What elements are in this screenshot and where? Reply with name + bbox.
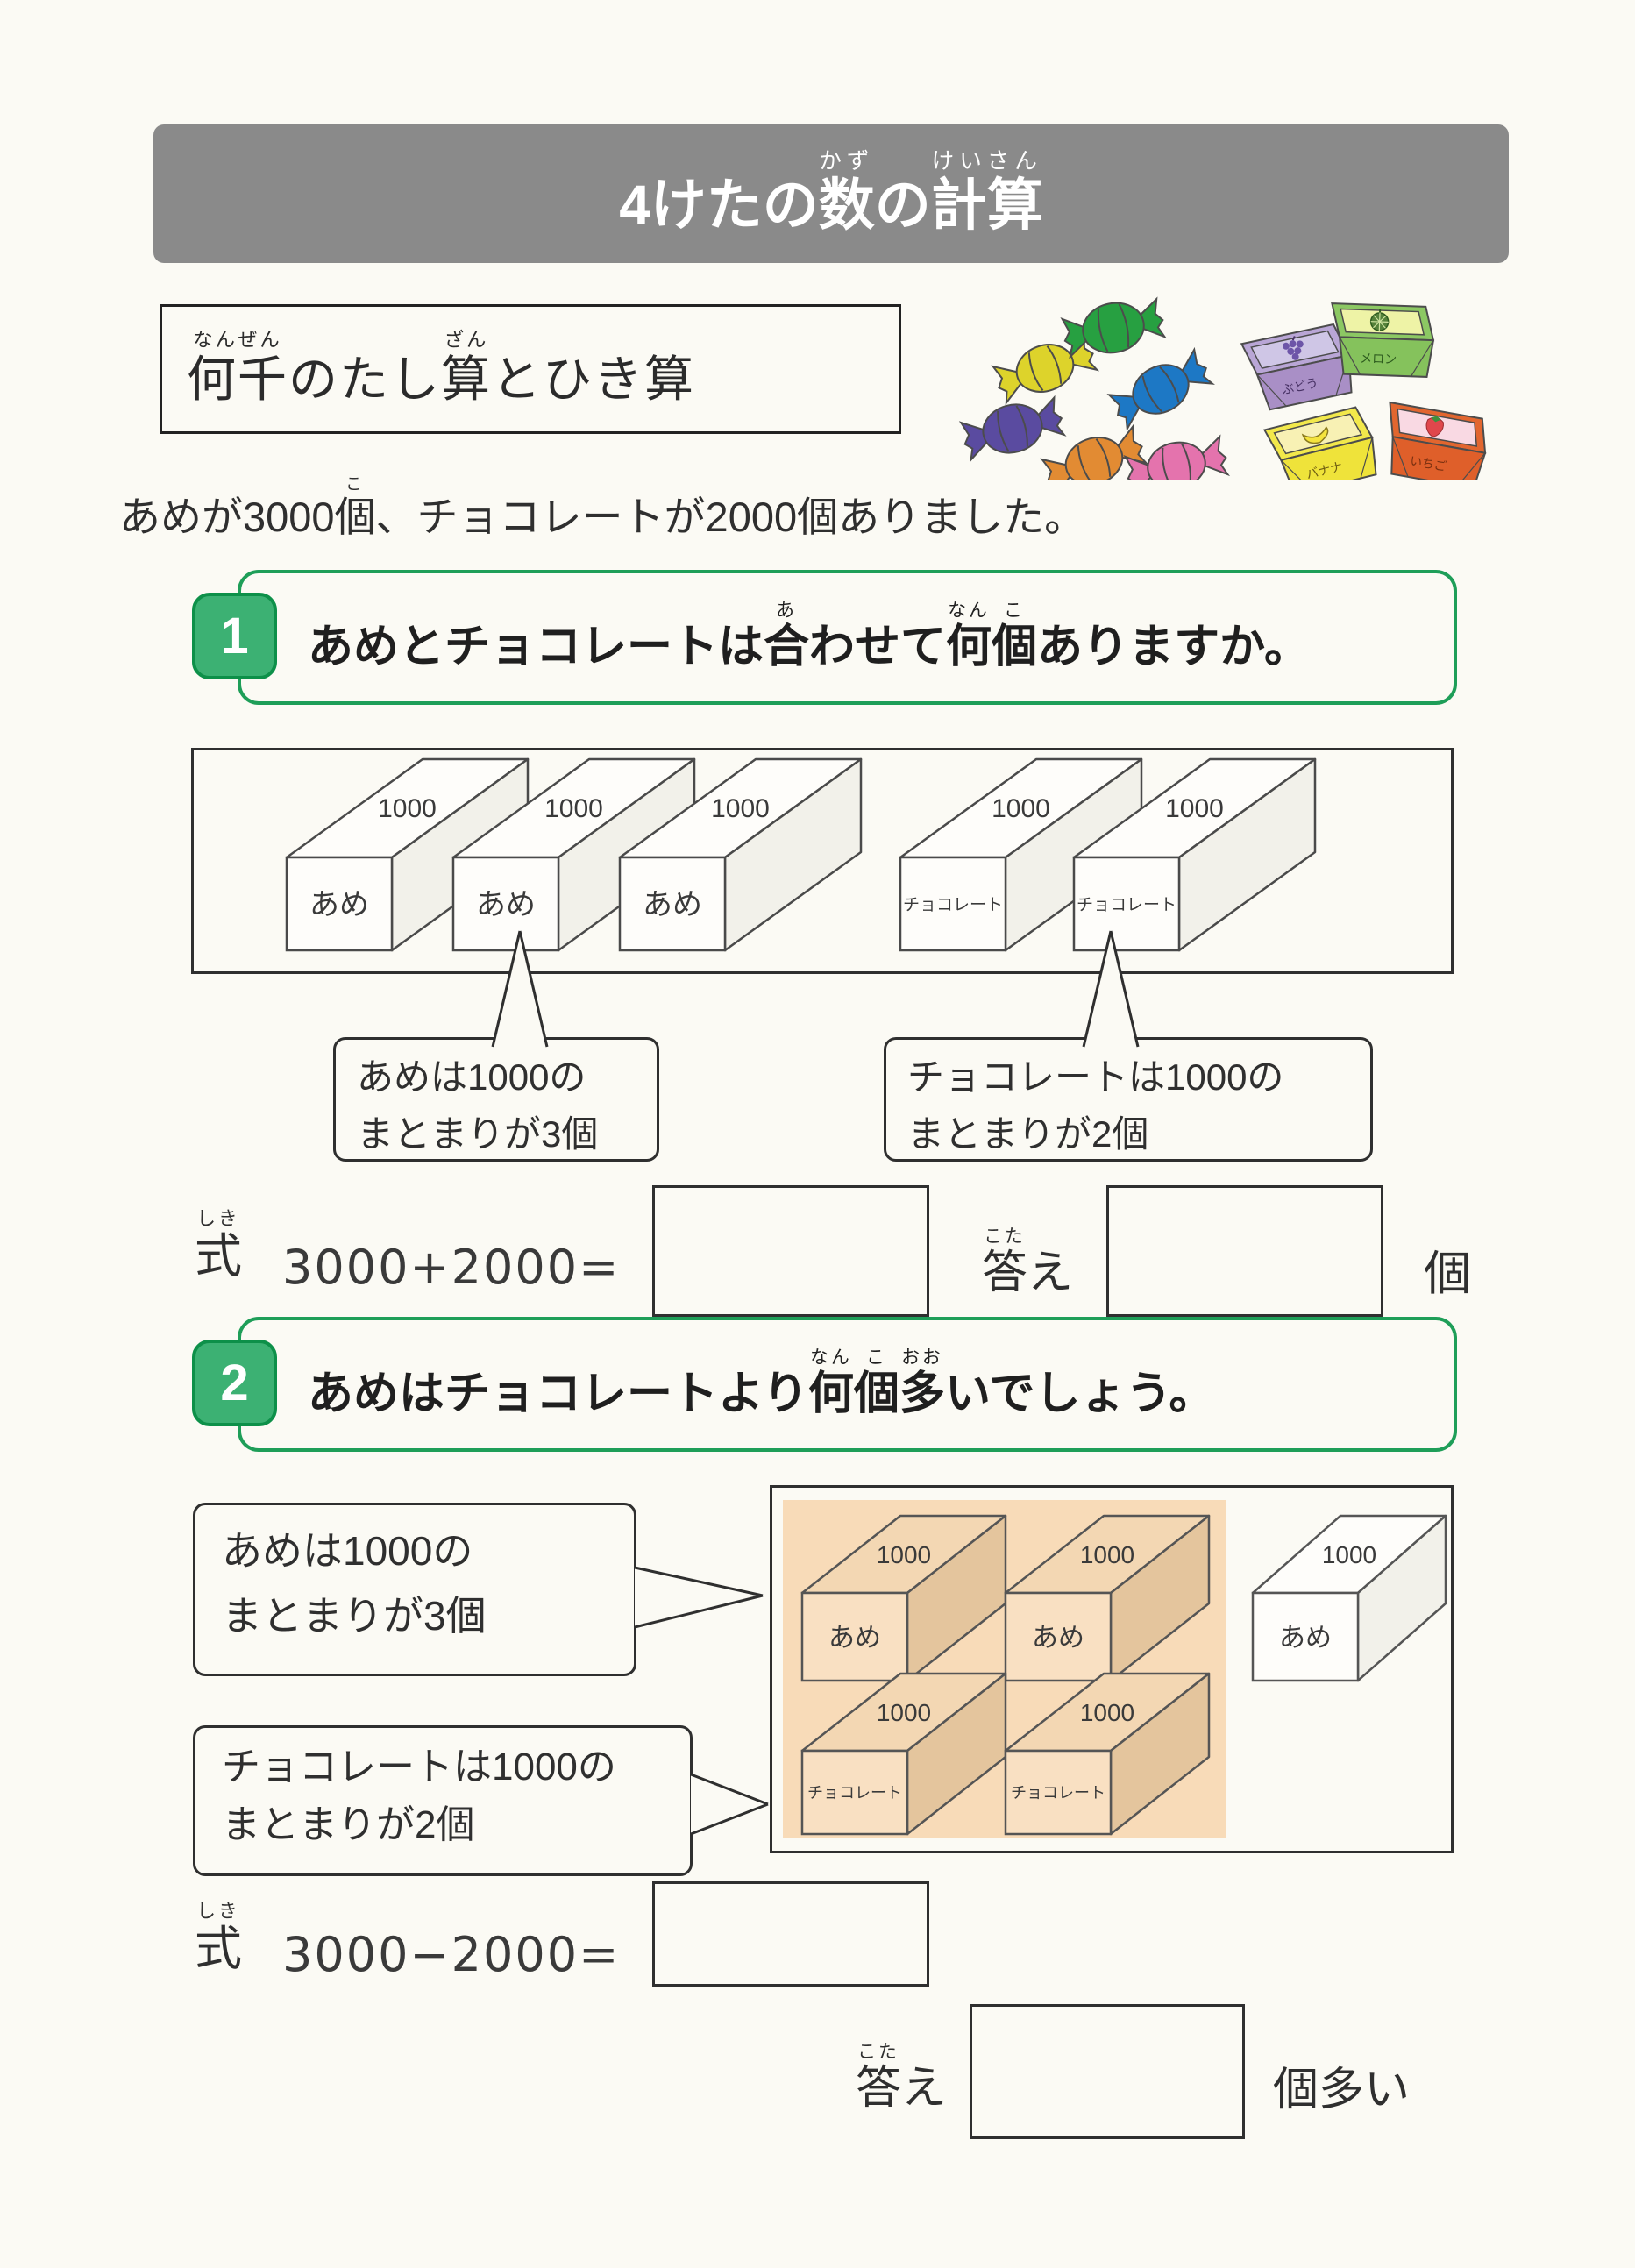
- thousand-block-ame: 1000 あめ: [285, 757, 530, 952]
- candy-chocolate-illustration: ぶどう メロン バナナ いちご: [958, 296, 1487, 480]
- block-front-label: チョコレート: [807, 1784, 902, 1802]
- grape-icon: [1282, 336, 1304, 360]
- answer-label: こた答え: [856, 2042, 948, 2114]
- thousand-block-choco: 1000 チョコレート: [1072, 757, 1317, 952]
- speech-bubble-ame: あめは1000の まとまりが3個: [333, 1037, 659, 1162]
- thousand-block-ame: 1000 あめ: [800, 1514, 1007, 1682]
- block-front-label: あめ: [643, 888, 702, 921]
- chocolate-box-icon: いちご: [1389, 401, 1487, 480]
- candy-icon: [1106, 346, 1215, 432]
- problem2-header: あめはチョコレートよりなん何こ個おお多いでしょう。: [238, 1317, 1457, 1452]
- problem1-number-badge: 1: [192, 593, 277, 679]
- problem1-blocks-diagram: 1000 あめ 1000 あめ 1000 あめ 1000 チョコレート 1000 チョコレート: [191, 748, 1454, 974]
- thousand-block-choco: 1000 チョコレート: [800, 1672, 1007, 1836]
- candy-icon: [1040, 423, 1149, 480]
- problem1-question: あめとチョコレートはあ合わせてなん何こ個ありますか。: [308, 600, 1311, 672]
- block-front-label: あめ: [1279, 1624, 1332, 1653]
- block-top-label: 1000: [1322, 1541, 1376, 1568]
- lesson-subtitle-box: なんぜん何千のたしざん算とひき算: [160, 304, 901, 434]
- speech-bubble-ame: あめは1000の まとまりが3個: [193, 1503, 636, 1676]
- block-top-label: 1000: [992, 794, 1050, 823]
- speech-tail: [690, 1773, 769, 1836]
- answer-unit: 個多い: [1273, 2065, 1411, 2115]
- page-title-bar: 4けたのかず数のけいさん計算: [153, 124, 1509, 263]
- answer-unit: 個: [1424, 1248, 1471, 1300]
- block-front-label: チョコレート: [903, 896, 1003, 914]
- problem2-number: 2: [220, 1354, 249, 1411]
- bubble-line: まとまりが3個: [357, 1113, 599, 1155]
- candy-icon: [1123, 434, 1231, 480]
- thousand-block-ame: 1000 あめ: [1251, 1514, 1447, 1682]
- problem1-header: あめとチョコレートはあ合わせてなん何こ個ありますか。: [238, 570, 1457, 705]
- block-front-label: あめ: [476, 888, 536, 921]
- formula-answer-box[interactable]: [652, 1185, 929, 1317]
- block-top-label: 1000: [877, 1699, 931, 1726]
- box-label: メロン: [1360, 351, 1397, 366]
- speech-bubble-choco: チョコレートは1000の まとまりが2個: [884, 1037, 1373, 1162]
- chocolate-box-icon: バナナ: [1262, 406, 1377, 480]
- box-label: いちご: [1409, 453, 1447, 473]
- bubble-line: まとまりが2個: [222, 1803, 475, 1846]
- formula-expression: 3000−2000=: [282, 1927, 621, 1982]
- final-answer-box[interactable]: [1106, 1185, 1383, 1317]
- formula-label: しき式: [195, 1207, 242, 1283]
- problem2-number-badge: 2: [192, 1340, 277, 1426]
- formula-expression: 3000+2000=: [282, 1240, 621, 1295]
- banana-icon: [1301, 426, 1329, 444]
- formula-label: しき式: [195, 1900, 242, 1975]
- block-front-label: あめ: [828, 1624, 881, 1653]
- formula-answer-box[interactable]: [652, 1881, 929, 1987]
- block-top-label: 1000: [1080, 1541, 1134, 1568]
- problem2-blocks-diagram: 1000 あめ 1000 あめ 1000 あめ 1000 チョコレート 1000 チョコレート: [770, 1485, 1454, 1853]
- problem1-number: 1: [220, 608, 249, 665]
- bubble-line: チョコレートは1000の: [907, 1056, 1284, 1098]
- block-top-label: 1000: [1165, 794, 1224, 823]
- problem2-question: あめはチョコレートよりなん何こ個おお多いでしょう。: [308, 1347, 1215, 1419]
- answer-label: こた答え: [982, 1226, 1074, 1298]
- speech-tail: [1082, 930, 1140, 1048]
- candy-icon: [991, 331, 1100, 406]
- block-front-label: チョコレート: [1077, 896, 1176, 914]
- page-title: 4けたのかず数のけいさん計算: [619, 149, 1043, 238]
- candy-icon: [1060, 296, 1168, 359]
- thousand-block-choco: 1000 チョコレート: [899, 757, 1143, 952]
- bubble-line: チョコレートは1000の: [222, 1745, 616, 1788]
- speech-tail: [634, 1566, 764, 1629]
- thousand-block-ame: 1000 あめ: [1004, 1514, 1211, 1682]
- block-front-label: あめ: [309, 888, 369, 921]
- melon-icon: [1369, 308, 1390, 331]
- block-top-label: 1000: [711, 794, 770, 823]
- candy-icon: [958, 395, 1067, 463]
- speech-tail: [491, 930, 549, 1048]
- lesson-subtitle: なんぜん何千のたしざん算とひき算: [187, 329, 695, 408]
- bubble-line: あめは1000の: [357, 1056, 586, 1098]
- block-top-label: 1000: [1080, 1699, 1134, 1726]
- bubble-line: まとまりが2個: [907, 1113, 1149, 1155]
- block-top-label: 1000: [378, 794, 437, 823]
- final-answer-box[interactable]: [970, 2004, 1245, 2139]
- bubble-line: あめは1000の: [222, 1528, 473, 1574]
- thousand-block-ame: 1000 あめ: [618, 757, 863, 952]
- bubble-line: まとまりが3個: [222, 1592, 487, 1639]
- thousand-block-choco: 1000 チョコレート: [1004, 1672, 1211, 1836]
- block-top-label: 1000: [544, 794, 603, 823]
- block-front-label: チョコレート: [1011, 1784, 1105, 1802]
- speech-bubble-choco: チョコレートは1000の まとまりが2個: [193, 1725, 693, 1876]
- strawberry-icon: [1425, 416, 1444, 437]
- chocolate-box-icon: メロン: [1331, 302, 1435, 378]
- block-front-label: あめ: [1032, 1624, 1084, 1653]
- block-top-label: 1000: [877, 1541, 931, 1568]
